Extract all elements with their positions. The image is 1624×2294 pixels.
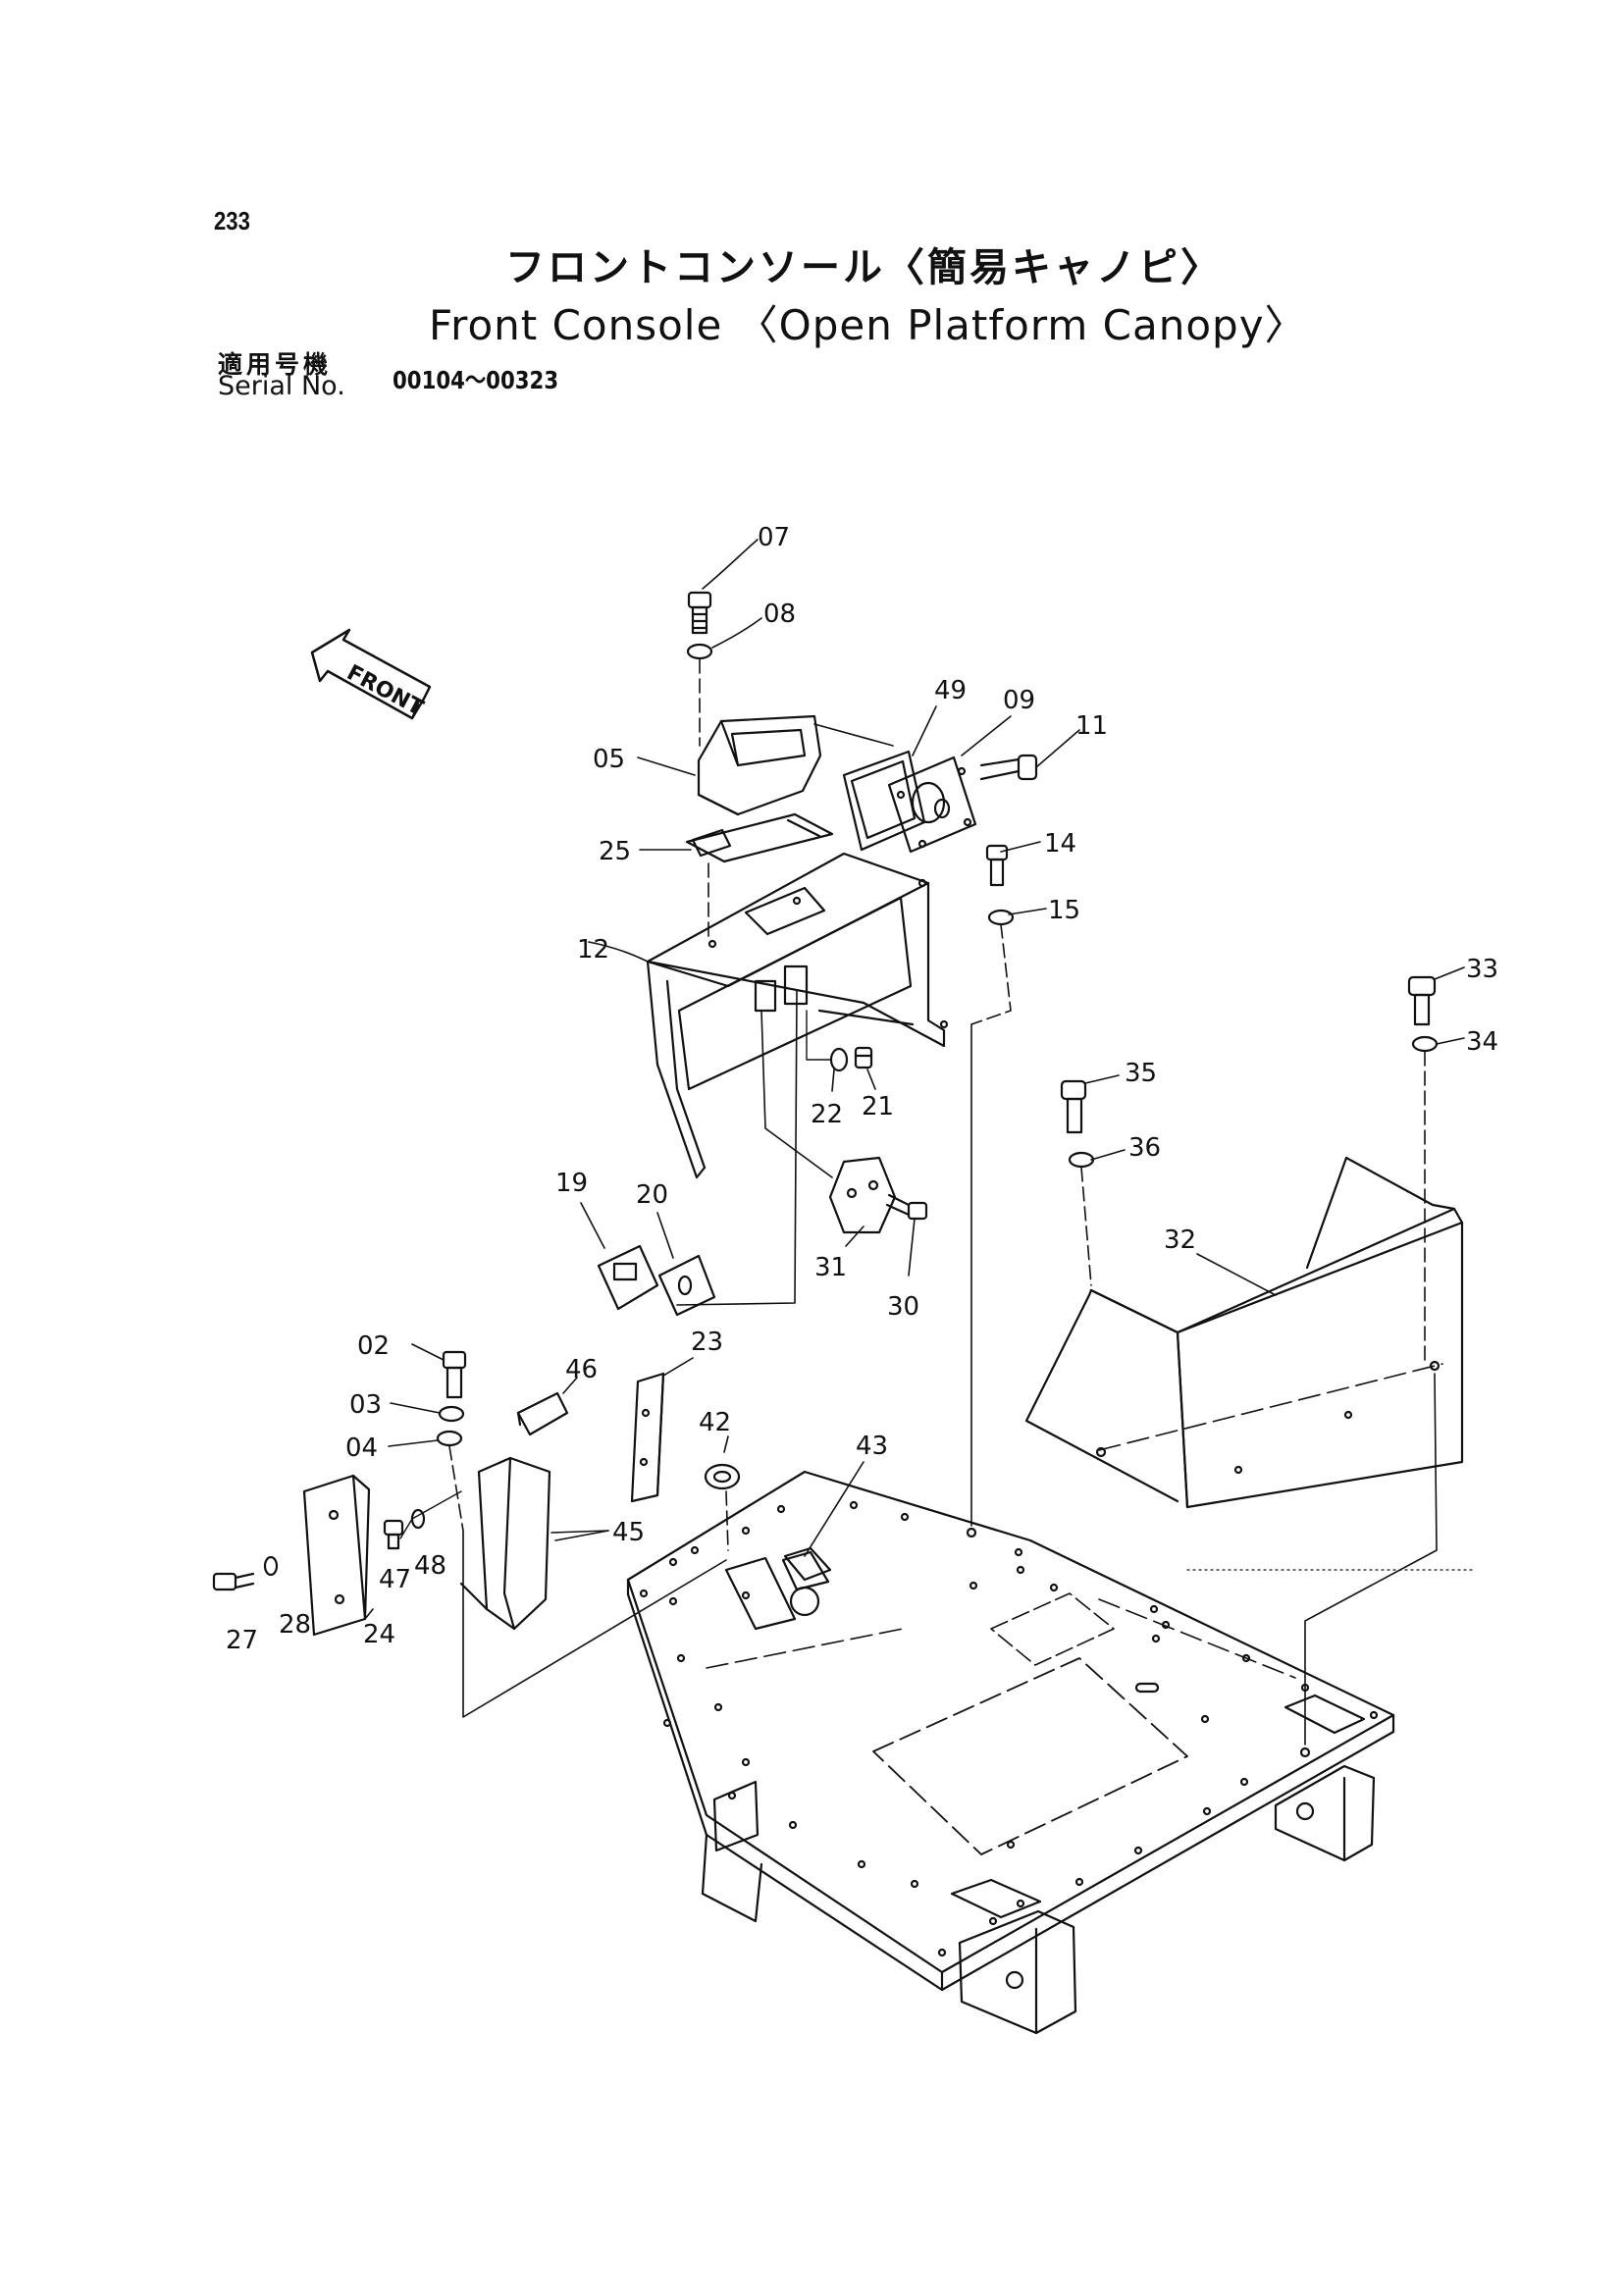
part-46-clamp xyxy=(516,1391,569,1436)
title-english: Front Console 〈Open Platform Canopy〉 xyxy=(429,301,1307,349)
bolt-07 xyxy=(687,591,712,635)
part-43-bracket xyxy=(783,1546,832,1582)
washer-15 xyxy=(987,909,1015,926)
callout-33: 33 xyxy=(1466,955,1498,984)
washer-34 xyxy=(1411,1035,1439,1053)
callout-05: 05 xyxy=(593,745,625,774)
callout-09: 09 xyxy=(1003,686,1035,715)
callout-48: 48 xyxy=(414,1551,446,1581)
callout-28: 28 xyxy=(279,1610,311,1640)
part-20-plate xyxy=(657,1254,716,1317)
callout-leaders xyxy=(364,539,1465,1620)
floor-support-front xyxy=(958,1909,1077,2035)
serial-label-english: Serial No. xyxy=(218,371,345,401)
callout-07: 07 xyxy=(758,523,790,552)
callout-24: 24 xyxy=(363,1620,395,1649)
callout-42: 42 xyxy=(699,1408,731,1437)
bolt-47 xyxy=(383,1519,404,1550)
callout-25: 25 xyxy=(599,837,631,866)
part-23-bracket xyxy=(630,1372,665,1503)
floor-support-right xyxy=(1274,1764,1376,1862)
callout-22: 22 xyxy=(811,1100,843,1129)
part-19-plate xyxy=(597,1244,659,1311)
serial-range: 00104～00323 xyxy=(393,366,559,394)
washer-08 xyxy=(686,643,713,660)
callout-08: 08 xyxy=(763,600,796,629)
callout-02: 02 xyxy=(357,1331,390,1361)
callout-30: 30 xyxy=(887,1292,919,1322)
bolt-35 xyxy=(1060,1079,1087,1134)
callout-31: 31 xyxy=(814,1253,847,1282)
callout-45: 45 xyxy=(612,1518,645,1547)
floor-support-left xyxy=(701,1780,763,1923)
callout-20: 20 xyxy=(636,1180,668,1210)
callout-12: 12 xyxy=(577,935,609,965)
title-japanese: フロントコンソール〈簡易キャノピ〉 xyxy=(505,245,1223,290)
callout-27: 27 xyxy=(226,1626,258,1655)
part-49-gasket xyxy=(813,723,926,852)
serial-label-japanese: 適用号機 xyxy=(218,350,333,379)
callout-36: 36 xyxy=(1128,1133,1161,1163)
bolt-27 xyxy=(212,1572,255,1591)
callout-23: 23 xyxy=(691,1328,723,1357)
callout-43: 43 xyxy=(856,1432,888,1461)
part-09-panel xyxy=(887,756,977,854)
callout-46: 46 xyxy=(565,1355,598,1384)
part-21-screw xyxy=(854,1046,873,1069)
front-direction-arrow: FRONT xyxy=(310,628,432,721)
part-42-grommet xyxy=(704,1463,741,1490)
part-24-bracket xyxy=(302,1474,371,1637)
callout-34: 34 xyxy=(1466,1027,1498,1057)
part-25-plate xyxy=(685,812,834,863)
washer-03 xyxy=(438,1405,465,1423)
callout-32: 32 xyxy=(1164,1225,1196,1255)
bolt-33 xyxy=(1407,975,1437,1026)
washer-28 xyxy=(263,1555,279,1577)
callout-19: 19 xyxy=(555,1169,588,1198)
floor-plate xyxy=(626,1470,1395,1992)
part-05-meter-housing xyxy=(697,714,822,816)
callout-47: 47 xyxy=(379,1565,411,1594)
callout-21: 21 xyxy=(862,1092,894,1121)
callout-11: 11 xyxy=(1075,711,1108,741)
bolt-11 xyxy=(979,754,1038,781)
page-number: 233 xyxy=(214,206,250,235)
front-arrow-label: FRONT xyxy=(342,660,427,721)
part-12-console-frame xyxy=(646,852,949,1179)
bolt-14 xyxy=(985,844,1009,887)
washer-04 xyxy=(436,1430,463,1447)
bolt-30 xyxy=(885,1193,928,1221)
part-32-panel xyxy=(1024,1156,1464,1509)
washer-36 xyxy=(1068,1151,1095,1169)
callout-49: 49 xyxy=(934,676,967,705)
callout-35: 35 xyxy=(1125,1059,1157,1088)
part-45-cover xyxy=(459,1456,551,1631)
part-22-clip xyxy=(829,1047,849,1072)
callout-03: 03 xyxy=(349,1390,382,1420)
callout-15: 15 xyxy=(1048,896,1080,925)
part-31-bracket xyxy=(828,1156,897,1234)
callout-04: 04 xyxy=(345,1434,378,1463)
callout-14: 14 xyxy=(1044,829,1076,859)
bolt-02 xyxy=(442,1350,467,1399)
